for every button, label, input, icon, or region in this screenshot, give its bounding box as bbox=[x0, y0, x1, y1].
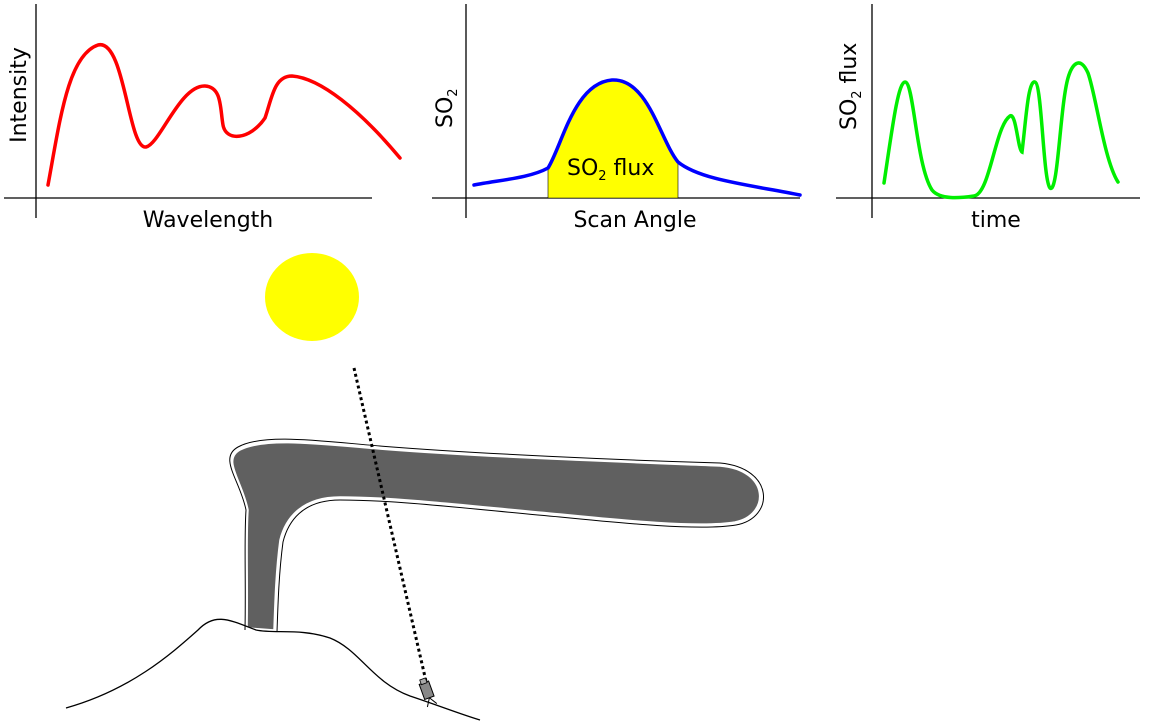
scan-panel: SO2 flux Scan Angle SO2 bbox=[432, 4, 802, 233]
scan-y-label: SO2 bbox=[433, 88, 461, 128]
plume-icon bbox=[231, 441, 761, 631]
sun-icon bbox=[265, 253, 359, 341]
timeseries-y-label: SO2 flux bbox=[837, 43, 865, 130]
scan-x-label: Scan Angle bbox=[573, 208, 696, 233]
timeseries-panel: time SO2 flux bbox=[836, 4, 1140, 233]
spectrum-y-label: Intensity bbox=[7, 47, 32, 143]
timeseries-curve bbox=[882, 61, 1120, 200]
plume-outline bbox=[229, 438, 765, 633]
volcano-icon bbox=[65, 618, 481, 721]
spectrum-curve bbox=[46, 43, 402, 187]
so2-flux-area-label: SO2 flux bbox=[567, 156, 654, 184]
spectrum-x-label: Wavelength bbox=[143, 208, 274, 233]
timeseries-x-label: time bbox=[971, 208, 1021, 233]
scan-curve bbox=[472, 78, 802, 197]
scene bbox=[65, 253, 765, 721]
spectrometer-icon bbox=[418, 677, 438, 708]
spectrum-panel: Wavelength Intensity bbox=[4, 4, 402, 233]
light-path-icon bbox=[352, 367, 430, 691]
